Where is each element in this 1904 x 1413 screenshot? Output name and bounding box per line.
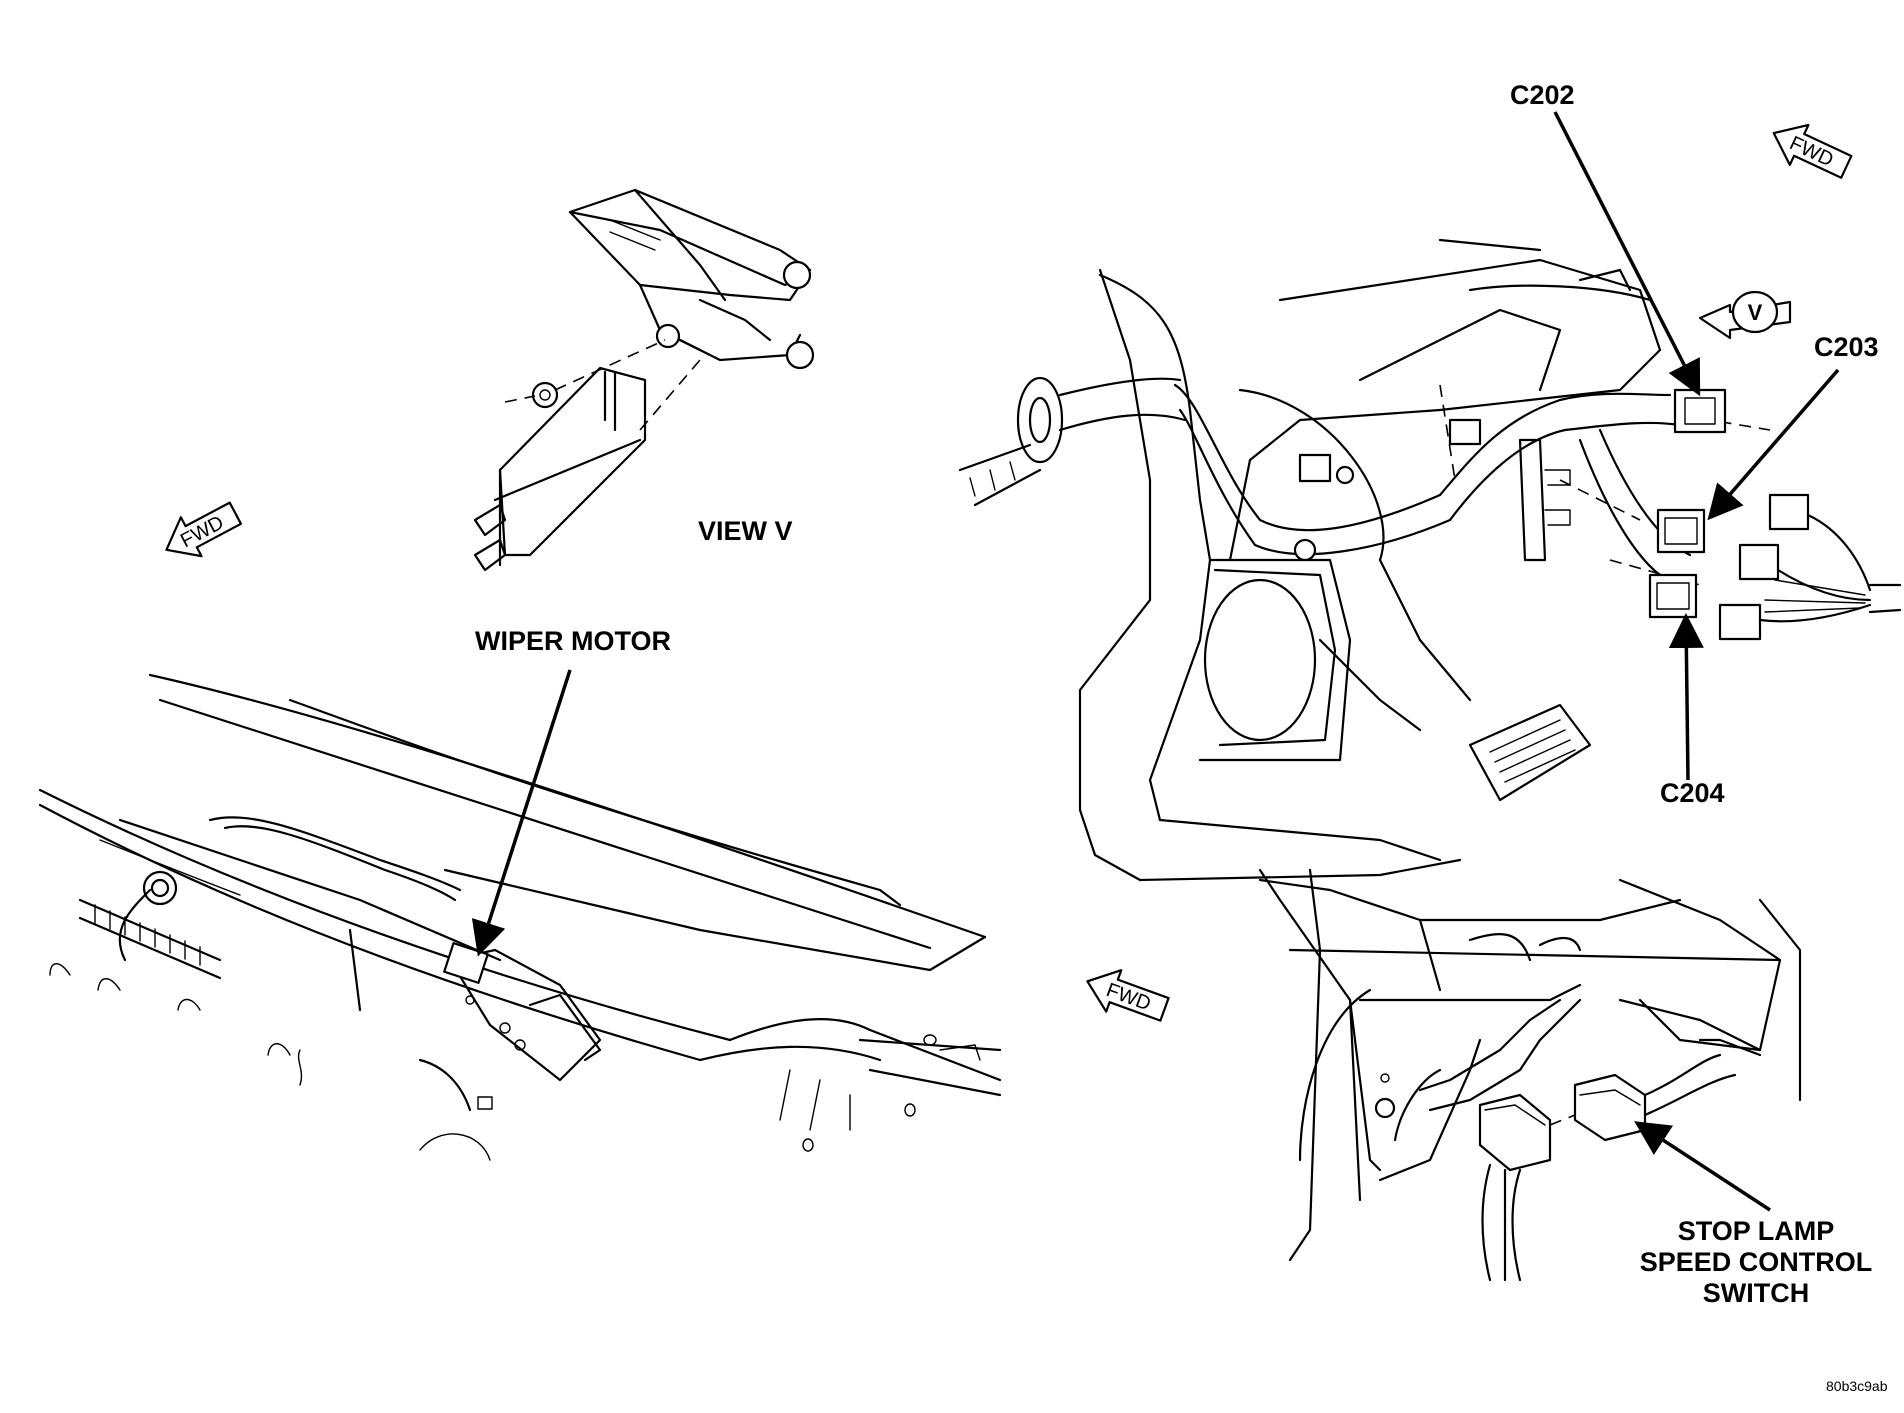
leader-c202 bbox=[1553, 111, 1701, 397]
view-v-marker-letter: V bbox=[1748, 300, 1763, 325]
view-v-bracket-illustration bbox=[473, 188, 815, 572]
cowl-wiper-illustration bbox=[38, 673, 1002, 1161]
view-v-marker: V bbox=[1698, 290, 1792, 340]
fwd-arrow-bottom: FWD bbox=[1086, 969, 1170, 1022]
stop-lamp-switch-illustration bbox=[1258, 868, 1802, 1282]
leader-c203 bbox=[1707, 368, 1840, 521]
figure-code: 80b3c9ab bbox=[1826, 1378, 1888, 1394]
view-v-label: VIEW V bbox=[698, 516, 793, 546]
leader-lines bbox=[471, 111, 1840, 1212]
fwd-arrow-top-right: FWD bbox=[1772, 123, 1853, 179]
leader-wiper-motor bbox=[471, 669, 572, 957]
c203-label: C203 bbox=[1814, 332, 1879, 362]
leader-c204 bbox=[1668, 613, 1704, 781]
stop-lamp-label-line1: STOP LAMP bbox=[1677, 1216, 1835, 1246]
wiper-motor-label: WIPER MOTOR bbox=[475, 626, 672, 656]
leader-stop-lamp-switch bbox=[1634, 1121, 1771, 1212]
dash-panel-illustration bbox=[958, 238, 1902, 882]
c202-label: C202 bbox=[1510, 80, 1575, 110]
stop-lamp-label-line3: SWITCH bbox=[1702, 1278, 1810, 1308]
fwd-arrow-left: FWD bbox=[165, 501, 243, 558]
stop-lamp-label-line2: SPEED CONTROL bbox=[1639, 1247, 1873, 1277]
c204-label: C204 bbox=[1660, 778, 1725, 808]
